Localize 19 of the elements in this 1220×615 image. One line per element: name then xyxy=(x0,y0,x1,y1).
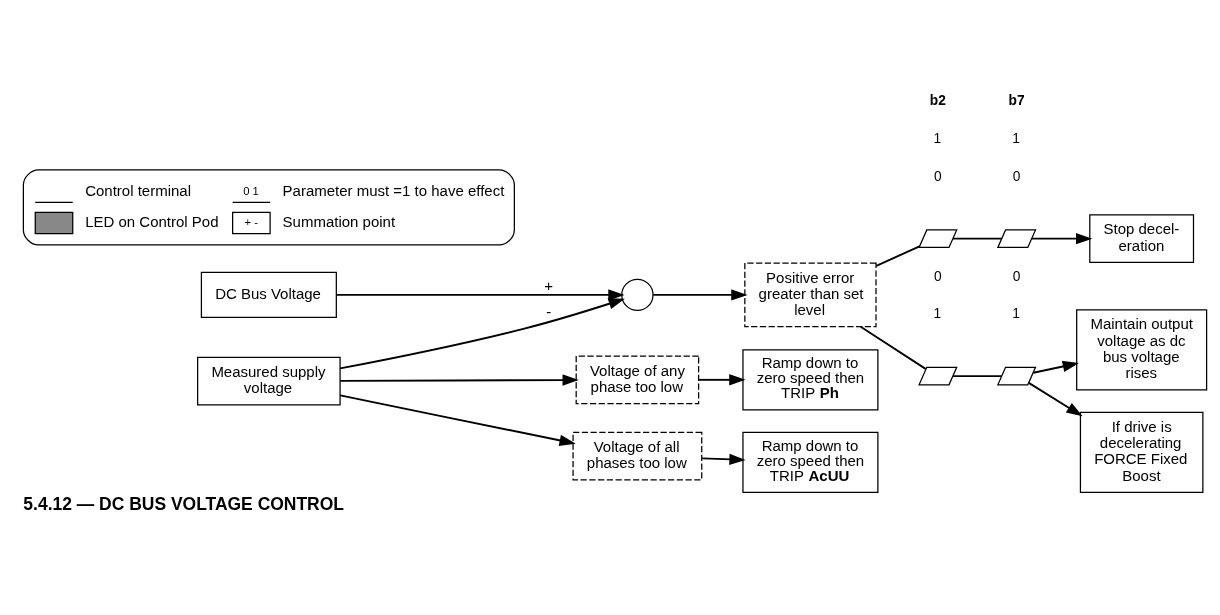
legend-label: Summation point xyxy=(282,212,396,230)
edge-label: + xyxy=(544,276,554,294)
label: 1 xyxy=(933,130,942,146)
label: 0 1 xyxy=(243,184,259,197)
label: b2 xyxy=(929,92,946,108)
label: 0 xyxy=(1012,168,1021,184)
label: 0 xyxy=(1012,268,1021,284)
legend-label: Control terminal xyxy=(85,181,191,199)
caption: 5.4.12 — DC BUS VOLTAGE CONTROL xyxy=(23,493,345,514)
legend-label: Parameter must =1 to have effect xyxy=(282,181,505,199)
label: 0 xyxy=(934,268,942,284)
label: + - xyxy=(244,215,258,228)
label: 0 xyxy=(934,168,942,184)
legend-label: LED on Control Pod xyxy=(85,212,219,230)
label: 1 xyxy=(1012,130,1020,146)
label: 1 xyxy=(933,305,942,321)
label: b7 xyxy=(1008,92,1025,108)
edge-label: - xyxy=(546,302,552,320)
label: 1 xyxy=(1012,305,1020,321)
